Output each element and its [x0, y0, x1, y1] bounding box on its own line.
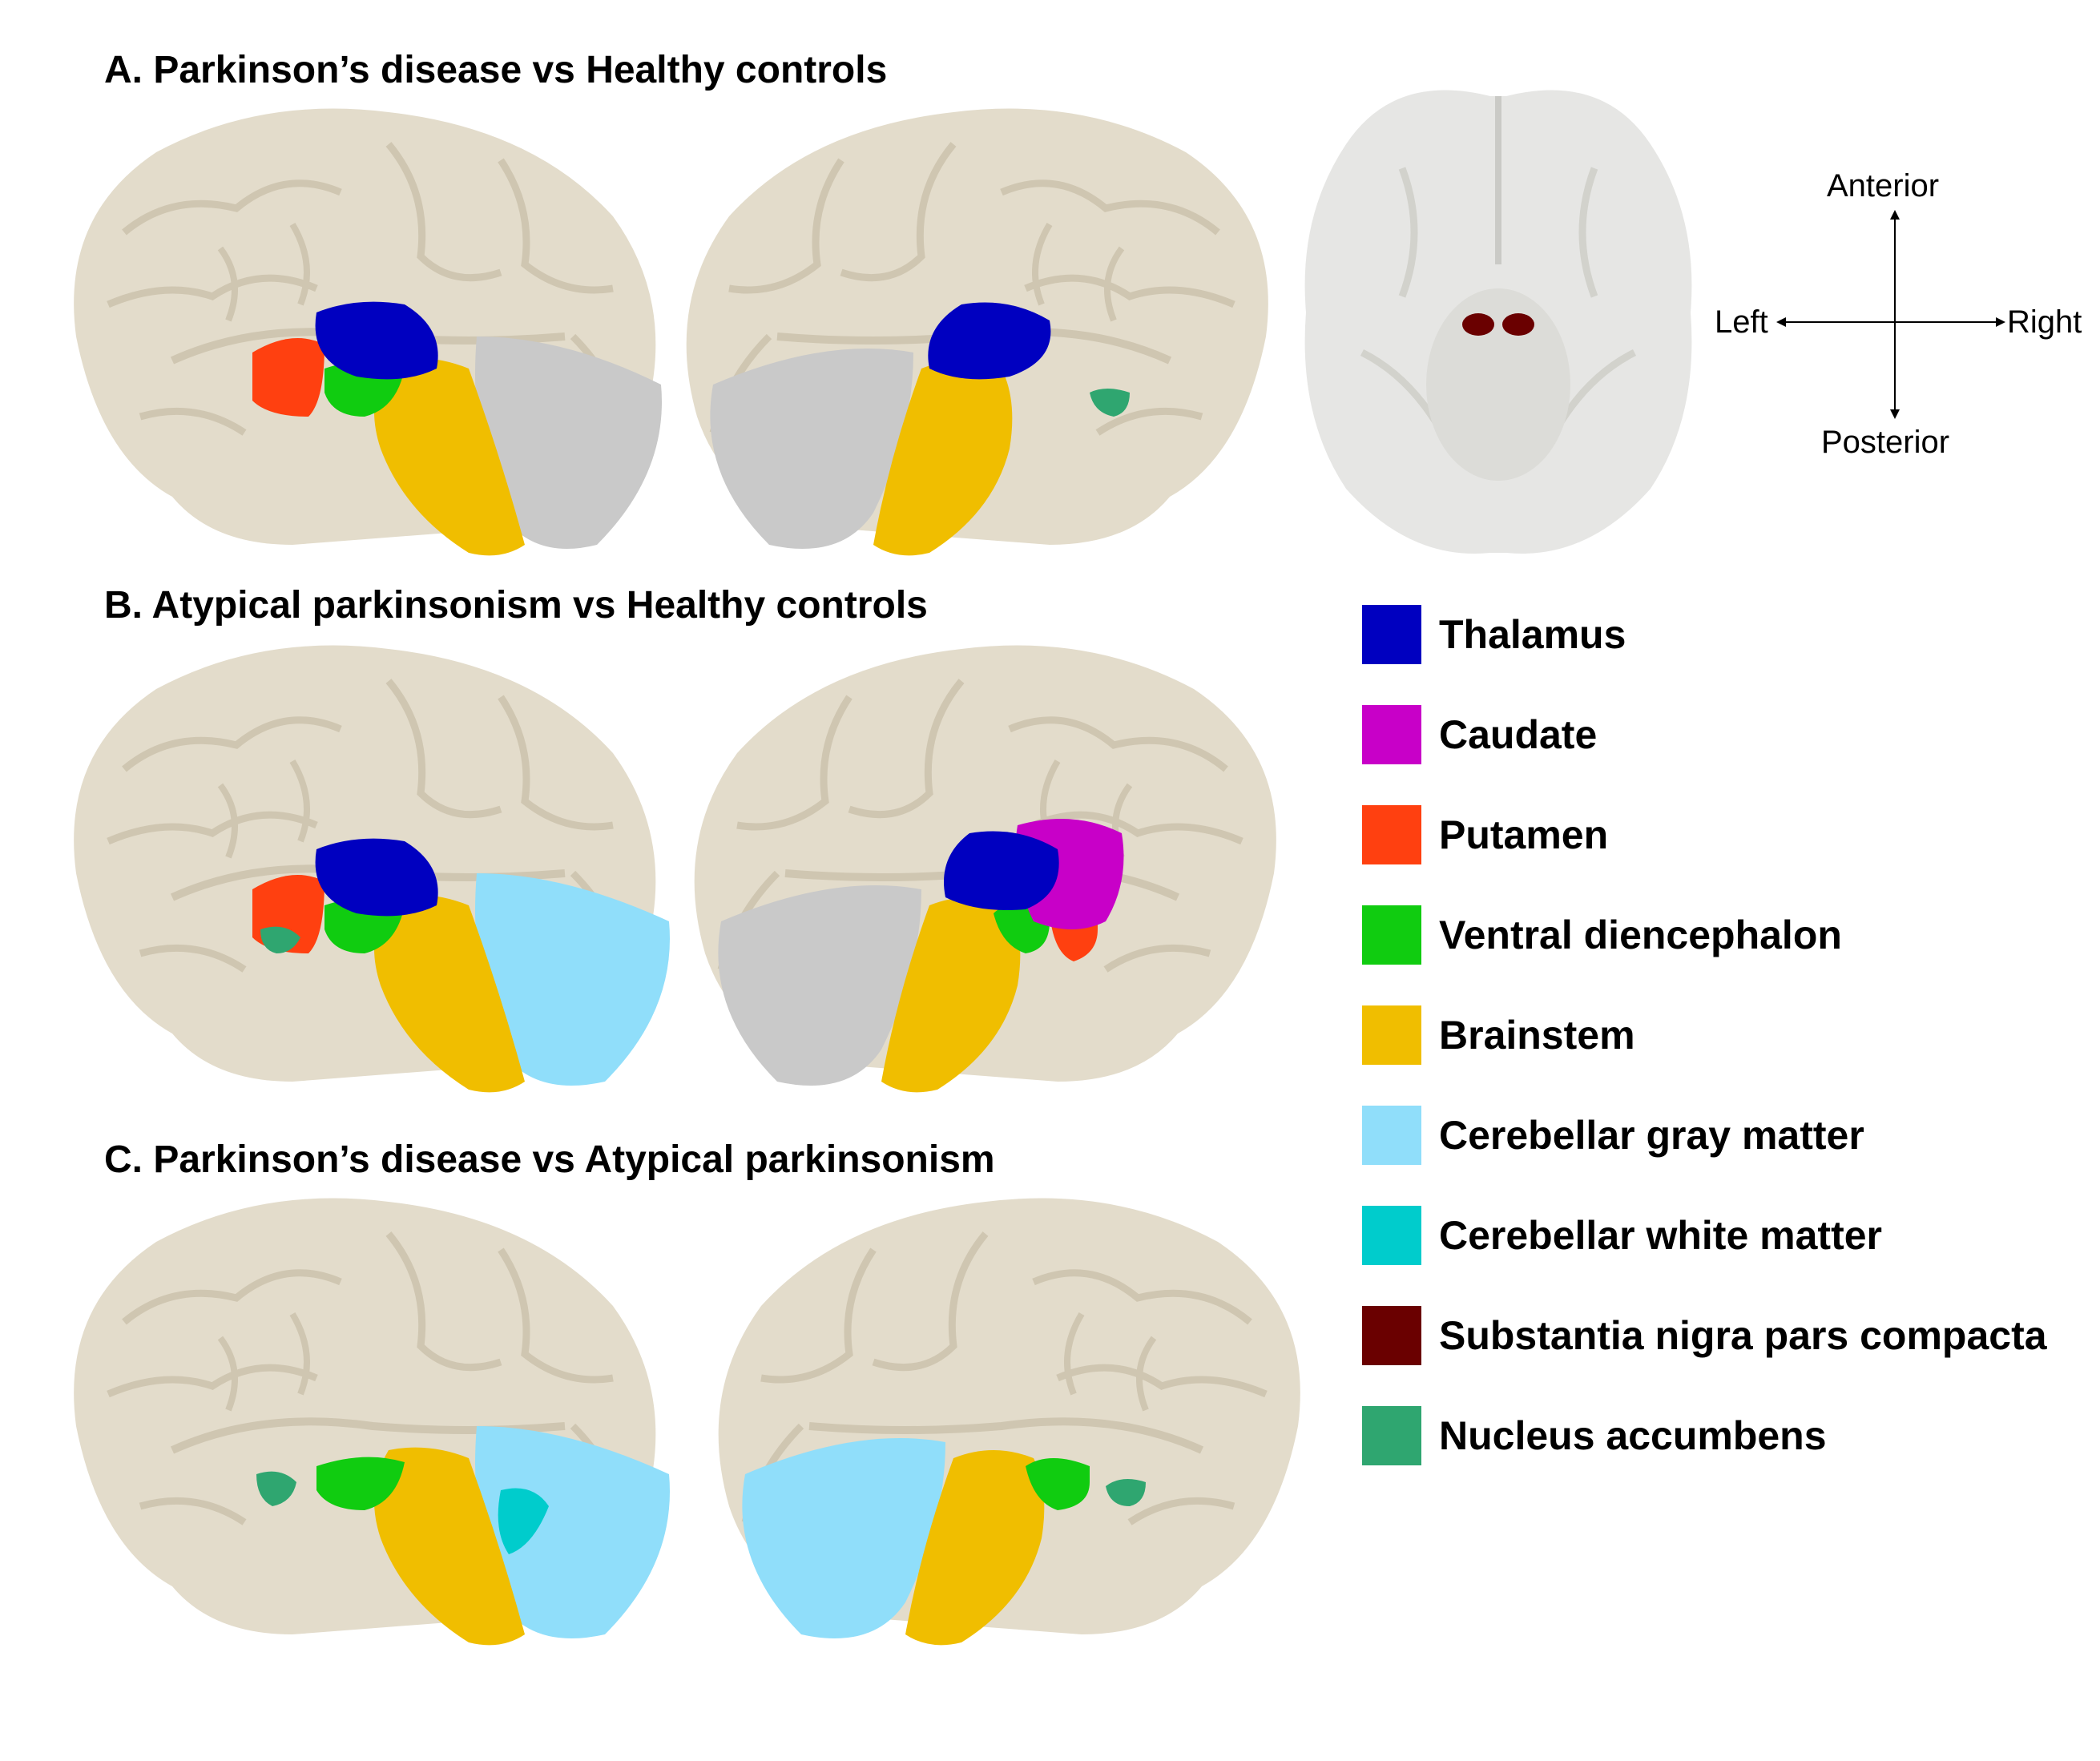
brainstem: [881, 897, 1021, 1093]
orientation-compass: Anterior Posterior Left Right: [1715, 168, 2099, 489]
anterior-label: Anterior: [1827, 168, 1940, 204]
legend-swatch: [1362, 705, 1421, 764]
legend-label: Substantia nigra pars compacta: [1439, 1313, 2047, 1358]
thalamus: [944, 831, 1059, 910]
legend-swatch: [1362, 805, 1421, 864]
panel-a-right-hemisphere: [686, 108, 1268, 556]
legend-label: Caudate: [1439, 712, 1598, 757]
compass-arrows: [1776, 210, 2005, 419]
brainstem: [374, 357, 525, 556]
cerebellar-gray-matter: [475, 873, 670, 1086]
panel-b-title: B. Atypical parkinsonism vs Healthy cont…: [104, 584, 928, 627]
brainstem: [374, 1447, 525, 1646]
brainstem: [873, 361, 1013, 556]
panel-b-left-hemisphere: [74, 645, 670, 1093]
nucleus-accumbens: [1106, 1479, 1146, 1506]
nucleus-accumbens: [256, 1471, 296, 1506]
cerebellum: [710, 349, 913, 549]
nucleus-accumbens: [260, 926, 300, 953]
panel-a-left-hemisphere: [74, 108, 662, 556]
substantia-nigra-left: [1462, 313, 1494, 336]
ventral-diencephalon: [316, 1457, 405, 1510]
cerebellar-gray-matter: [475, 1426, 670, 1638]
cerebellum: [718, 885, 921, 1086]
legend-label: Nucleus accumbens: [1439, 1413, 1827, 1458]
axial-brain-view: [1304, 90, 1692, 554]
panel-c-left-hemisphere: [74, 1198, 670, 1646]
legend-label: Brainstem: [1439, 1013, 1635, 1058]
legend-label: Ventral diencephalon: [1439, 913, 1842, 957]
legend-swatch: [1362, 1005, 1421, 1065]
cerebellar-gray-matter: [742, 1438, 945, 1638]
cerebellum: [475, 336, 662, 549]
legend-label: Thalamus: [1439, 612, 1626, 657]
right-label: Right: [2007, 304, 2082, 340]
panel-c-right-hemisphere: [718, 1198, 1300, 1646]
legend-swatch: [1362, 1406, 1421, 1465]
cerebellar-white-matter: [498, 1488, 549, 1554]
legend-swatch: [1362, 1206, 1421, 1265]
thalamus: [315, 838, 438, 917]
legend-label: Cerebellar white matter: [1439, 1213, 1882, 1258]
legend-swatch: [1362, 905, 1421, 965]
ventral-diencephalon: [1026, 1458, 1090, 1510]
nucleus-accumbens: [1090, 389, 1130, 417]
legend-swatch: [1362, 1306, 1421, 1365]
thalamus: [928, 302, 1051, 380]
brainstem: [905, 1450, 1045, 1646]
panel-b-right-hemisphere: [694, 645, 1276, 1093]
left-label: Left: [1715, 304, 1768, 340]
legend-swatch: [1362, 605, 1421, 664]
legend-swatch: [1362, 1106, 1421, 1165]
legend-label: Putamen: [1439, 812, 1609, 857]
brainstem: [374, 894, 525, 1093]
panel-a-title: A. Parkinson’s disease vs Healthy contro…: [104, 49, 888, 91]
thalamus: [315, 301, 438, 380]
legend-label: Cerebellar gray matter: [1439, 1113, 1864, 1158]
panel-c-title: C. Parkinson’s disease vs Atypical parki…: [104, 1138, 995, 1181]
substantia-nigra-right: [1502, 313, 1534, 336]
posterior-label: Posterior: [1821, 425, 1950, 460]
putamen: [252, 338, 324, 417]
